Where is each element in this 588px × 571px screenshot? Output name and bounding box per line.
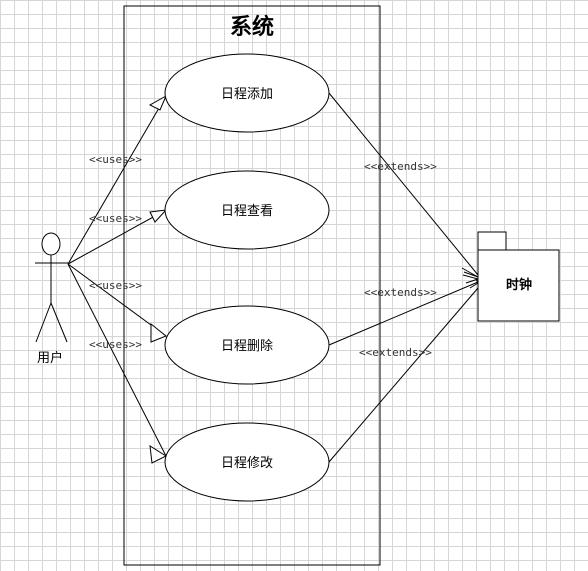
uses-label: <<uses>> <box>89 279 142 292</box>
uses-arrowhead-add <box>148 94 168 111</box>
use-case-label: 日程添加 <box>221 87 273 102</box>
actor-head <box>41 232 61 256</box>
extends-line-modify <box>328 287 479 463</box>
clock-node-body <box>477 249 560 322</box>
uses-arrowhead-view <box>149 209 168 223</box>
extends-label: <<extends>> <box>364 160 437 173</box>
uses-line-add <box>67 95 167 265</box>
uses-label: <<uses>> <box>89 212 142 225</box>
use-case-label: 日程修改 <box>221 456 273 471</box>
use-case-modify[interactable]: 日程修改 <box>164 422 330 502</box>
uses-label: <<uses>> <box>89 153 142 166</box>
system-boundary[interactable] <box>123 5 381 566</box>
uses-line-delete <box>67 263 167 337</box>
uses-line-view <box>67 209 167 265</box>
clock-node[interactable]: 时钟 <box>477 231 560 322</box>
use-case-add[interactable]: 日程添加 <box>164 53 330 133</box>
use-case-delete[interactable]: 日程删除 <box>164 305 330 385</box>
uses-arrowhead-modify <box>149 445 168 464</box>
extends-label: <<extends>> <box>359 346 432 359</box>
actor-label: 用户 <box>37 350 63 366</box>
use-case-view[interactable]: 日程查看 <box>164 170 330 250</box>
extends-label: <<extends>> <box>364 286 437 299</box>
uses-label: <<uses>> <box>89 338 142 351</box>
clock-label: 时钟 <box>506 277 532 293</box>
system-title: 系统 <box>230 14 274 40</box>
actor-left-leg <box>35 302 52 343</box>
use-case-label: 日程删除 <box>221 339 273 354</box>
actor-user[interactable] <box>35 232 68 343</box>
uses-arrowhead-delete <box>150 322 167 343</box>
extends-line-delete <box>328 281 479 346</box>
extends-line-add <box>328 92 479 276</box>
clock-node-tab <box>477 231 507 251</box>
actor-right-leg <box>50 302 68 343</box>
use-case-label: 日程查看 <box>221 203 273 219</box>
uses-line-modify <box>67 263 167 457</box>
